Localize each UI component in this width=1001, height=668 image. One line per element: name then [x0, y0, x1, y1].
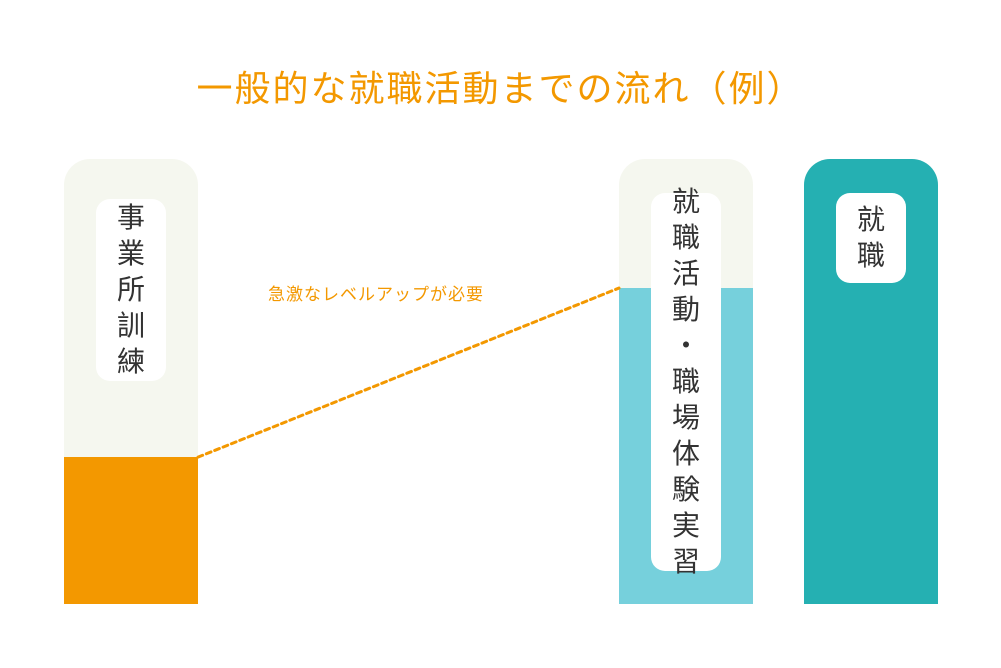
label-char: 事 [116, 201, 145, 234]
label-char: 職 [856, 239, 885, 272]
label-char: 業 [116, 237, 145, 270]
label-char: 動 [671, 293, 700, 326]
label-char: 験 [671, 473, 700, 506]
label-char: 職 [671, 365, 700, 398]
column-training: 事業所訓練 [64, 159, 198, 604]
label-job-activity: 就職活動・職場体験実習 [651, 185, 721, 578]
level-fill-training [64, 457, 198, 604]
label-employment: 就職 [836, 193, 906, 283]
label-char: 実 [671, 509, 700, 542]
label-char: 就 [671, 185, 700, 218]
label-training: 事業所訓練 [96, 199, 166, 381]
label-char: 訓 [116, 309, 145, 342]
label-char: 活 [671, 257, 700, 290]
diagram-title: 一般的な就職活動までの流れ（例） [196, 69, 805, 110]
label-char: 場 [671, 401, 700, 434]
label-char: 所 [116, 273, 145, 306]
label-char: 就 [856, 203, 885, 236]
column-employment: 就職 [804, 159, 938, 604]
label-char: ・ [671, 329, 700, 362]
level-up-connector [196, 286, 621, 459]
label-char: 練 [116, 345, 145, 378]
label-char: 習 [671, 545, 700, 578]
label-char: 体 [671, 437, 700, 470]
column-job-activity: 就職活動・職場体験実習 [619, 159, 753, 604]
label-char: 職 [671, 221, 700, 254]
level-up-annotation: 急激なレベルアップが必要 [268, 285, 484, 305]
